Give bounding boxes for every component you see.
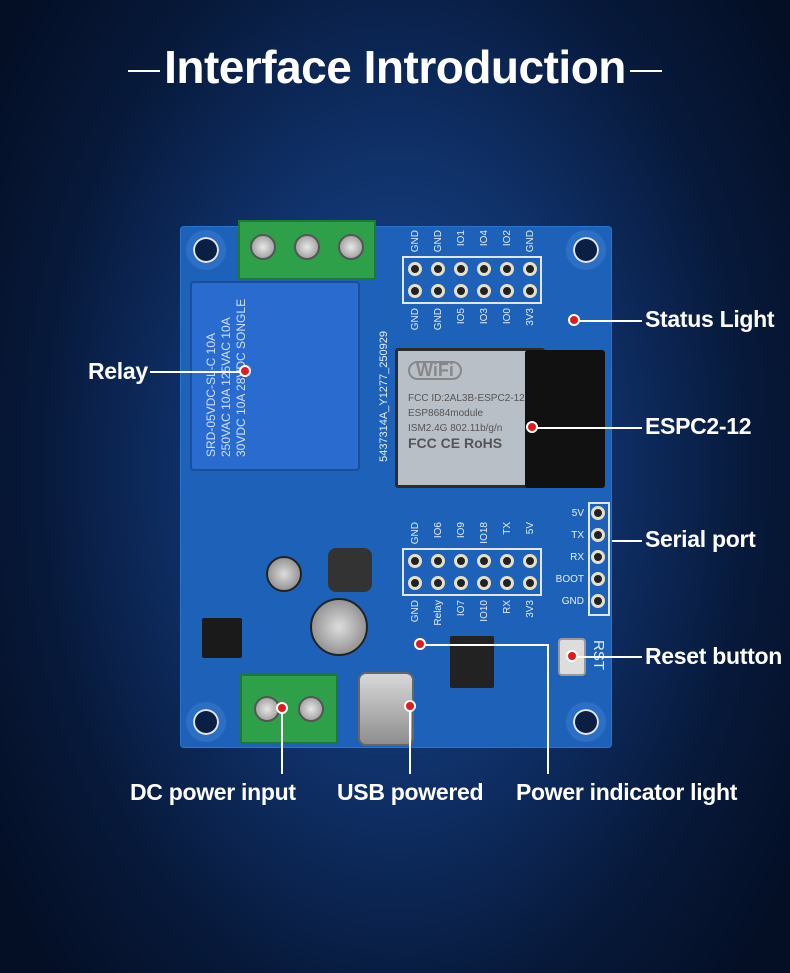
marker-dot (414, 638, 426, 650)
pin-label: IO4 (479, 230, 490, 247)
header-pin (523, 576, 537, 590)
capacitor (266, 556, 302, 592)
pin-label: 3V3 (525, 308, 536, 326)
relay-terminal-block (238, 220, 376, 280)
serial-header (588, 502, 610, 616)
header-pin (500, 262, 514, 276)
pin-label: IO7 (456, 600, 467, 617)
header-pin (431, 576, 445, 590)
header-pin (477, 576, 491, 590)
marker-dot (404, 700, 416, 712)
pin-label: IO3 (479, 308, 490, 325)
mounting-hole (186, 230, 226, 270)
pin-label: 5V (525, 522, 536, 535)
pin-label: GND (410, 522, 421, 545)
header-pin (454, 554, 468, 568)
pin-label: IO6 (433, 522, 444, 539)
pcb-board: SRD-05VDC-SL-C 10A 250VAC 10A 125VAC 10A… (180, 220, 612, 748)
header-pin (500, 554, 514, 568)
callout-espc2: ESPC2-12 (645, 413, 752, 439)
marker-dot (276, 702, 288, 714)
callout-relay: Relay (88, 358, 148, 384)
callout-status-light: Status Light (645, 306, 775, 332)
header-pin (591, 594, 605, 608)
pin-label: GND (410, 308, 421, 331)
mounting-hole (566, 230, 606, 270)
header-pin (591, 550, 605, 564)
header-pin (408, 284, 422, 298)
header-pin (408, 576, 422, 590)
mounting-hole (186, 702, 226, 742)
header-pin (431, 262, 445, 276)
pin-label: IO0 (502, 308, 513, 325)
pin-label: BOOT (555, 574, 584, 585)
header-pin (500, 284, 514, 298)
marker-dot (566, 650, 578, 662)
header-pin (408, 262, 422, 276)
antenna (525, 350, 605, 488)
pin-label: IO1 (456, 230, 467, 247)
pin-label: TX (502, 522, 513, 535)
header-pin (591, 572, 605, 586)
pin-label: IO10 (479, 600, 490, 622)
callout-serial-port: Serial port (645, 526, 756, 552)
module-text: FCC ID:2AL3B-ESPC2-12 (408, 393, 525, 404)
pin-label: IO5 (456, 308, 467, 325)
mounting-hole (566, 702, 606, 742)
header-pin (477, 262, 491, 276)
header-pin (523, 554, 537, 568)
inductor (328, 548, 372, 592)
marker-dot (568, 314, 580, 326)
ic-chip (202, 618, 242, 658)
pin-label: RX (502, 600, 513, 614)
module-text: ISM2.4G 802.11b/g/n (408, 423, 503, 434)
header-pin (523, 284, 537, 298)
header-pin (454, 576, 468, 590)
pin-label: IO2 (502, 230, 513, 247)
header-pin (500, 576, 514, 590)
gpio-header-top (402, 256, 542, 304)
pin-label: GND (525, 230, 536, 253)
pin-label: 3V3 (525, 600, 536, 618)
pin-label: TX (571, 530, 584, 541)
header-pin (431, 554, 445, 568)
module-text: ESP8684module (408, 408, 484, 419)
relay: SRD-05VDC-SL-C 10A 250VAC 10A 125VAC 10A… (190, 281, 360, 471)
pin-label: IO18 (479, 522, 490, 544)
header-pin (431, 284, 445, 298)
pin-label: GND (433, 308, 444, 331)
espc2-module: WiFi FCC ID:2AL3B-ESPC2-12 ESP8684module… (395, 348, 545, 488)
marker-dot (239, 365, 251, 377)
pin-label: RX (570, 552, 584, 563)
header-pin (523, 262, 537, 276)
pin-label: Relay (433, 600, 444, 626)
dc-terminal-block (240, 674, 338, 744)
callout-power-light: Power indicator light (516, 779, 738, 805)
header-pin (591, 506, 605, 520)
pin-label: GND (410, 600, 421, 623)
header-pin (454, 284, 468, 298)
marker-dot (526, 421, 538, 433)
rst-label: RST (590, 640, 607, 670)
pin-label: 5V (571, 508, 584, 519)
pin-label: IO9 (456, 522, 467, 539)
pin-label: GND (410, 230, 421, 253)
callout-reset-button: Reset button (645, 643, 782, 669)
header-pin (408, 554, 422, 568)
capacitor (310, 598, 368, 656)
header-pin (591, 528, 605, 542)
pcb-code: 5437314A_Y1277_250929 (378, 331, 390, 462)
pin-label: GND (433, 230, 444, 253)
page-title: Interface Introduction (0, 40, 790, 94)
callout-usb: USB powered (337, 779, 484, 805)
callout-dc-power: DC power input (130, 779, 296, 805)
gpio-header-bottom (402, 548, 542, 596)
header-pin (477, 554, 491, 568)
header-pin (454, 262, 468, 276)
header-pin (477, 284, 491, 298)
pin-label: GND (561, 596, 584, 607)
module-text: FCC CE RoHS (408, 435, 503, 451)
wifi-logo: WiFi (408, 361, 462, 380)
